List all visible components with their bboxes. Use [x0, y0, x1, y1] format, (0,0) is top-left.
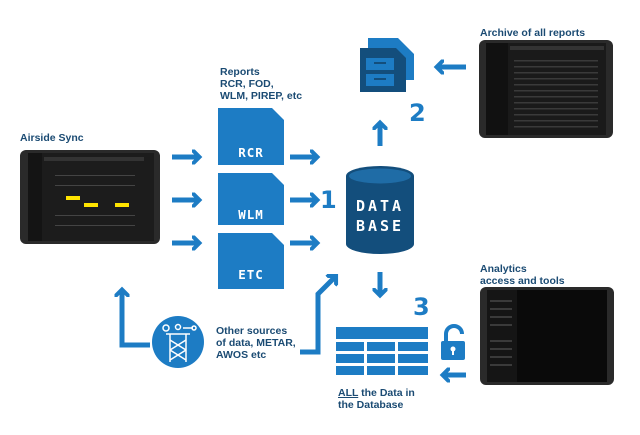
step-number-2: 2 [409, 99, 426, 127]
arrow-source-to-airside [122, 291, 150, 348]
other-sources-line1: Other sources [216, 325, 288, 337]
report-documents [218, 108, 284, 289]
doc-etc-label: ETC [238, 267, 264, 282]
database-cylinder [346, 166, 414, 254]
step-number-3: 3 [413, 293, 430, 321]
analytics-tablet [480, 287, 614, 385]
doc-rcr-label: RCR [238, 145, 264, 160]
archive-tablet [479, 40, 613, 138]
all-data-rest: the Data in [358, 387, 415, 399]
data-table-icon [336, 327, 428, 375]
other-sources-line3: AWOS etc [216, 349, 267, 361]
analytics-label-line1: Analytics [480, 263, 527, 275]
arrows-tablet-to-reports [172, 157, 198, 243]
weather-tower-icon [152, 316, 204, 368]
reports-label-line3: WLM, PIREP, etc [220, 90, 303, 102]
archive-label: Archive of all reports [480, 27, 586, 39]
all-data-line2: the Database [338, 399, 404, 411]
reports-label-line1: Reports [220, 66, 260, 78]
database-label-line2: BASE [355, 217, 405, 235]
analytics-label-line2: access and tools [480, 275, 565, 287]
step-number-1: 1 [320, 186, 337, 214]
arrow-sources-to-database [300, 277, 335, 355]
other-sources-line2: of data, METAR, [216, 337, 296, 349]
reports-label-line2: RCR, FOD, [220, 78, 274, 90]
airside-sync-tablet [20, 150, 160, 244]
all-data-emphasis: ALL [338, 387, 359, 399]
all-data-line1: ALL the Data in [338, 387, 415, 399]
lock-icon [441, 324, 465, 360]
arrows-reports-to-database [290, 157, 316, 243]
doc-wlm-label: WLM [238, 207, 264, 222]
file-cabinet-icon [360, 38, 414, 92]
airside-sync-label: Airside Sync [20, 132, 84, 144]
database-label-line1: DATA [355, 197, 405, 215]
